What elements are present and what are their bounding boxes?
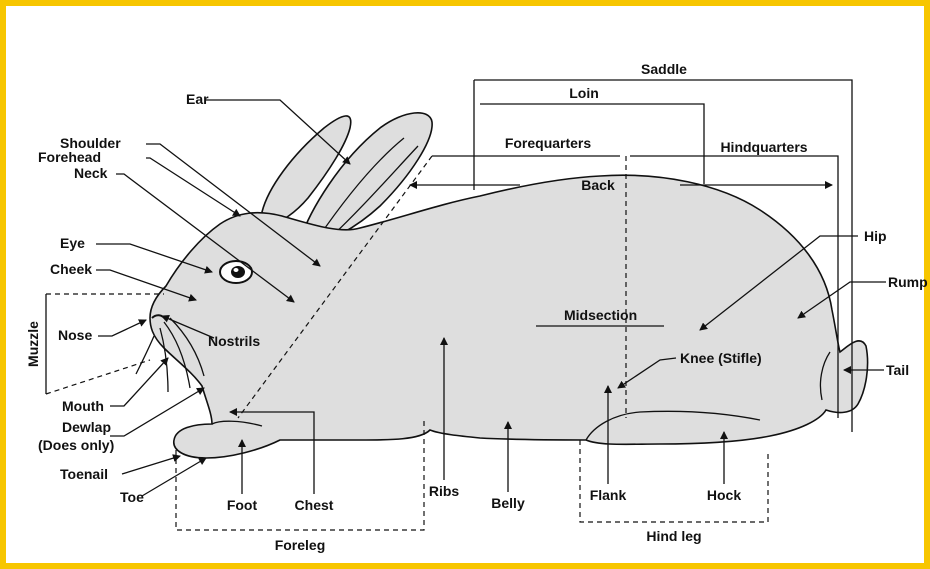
label-midsection: Midsection bbox=[564, 307, 637, 323]
nose-leader bbox=[98, 320, 146, 336]
label-loin: Loin bbox=[569, 85, 599, 101]
muzzle-bracket bbox=[46, 294, 164, 394]
label-neck: Neck bbox=[74, 165, 108, 181]
eye-pupil bbox=[231, 266, 245, 278]
label-nostrils: Nostrils bbox=[208, 333, 260, 349]
label-forequarters: Forequarters bbox=[505, 135, 592, 151]
label-rump: Rump bbox=[888, 274, 928, 290]
label-belly: Belly bbox=[491, 495, 525, 511]
label-muzzle: Muzzle bbox=[25, 321, 41, 367]
toe-leader bbox=[142, 458, 206, 496]
label-foreleg: Foreleg bbox=[275, 537, 326, 553]
label-eye: Eye bbox=[60, 235, 85, 251]
mouth-leader bbox=[110, 358, 168, 406]
eye-highlight bbox=[234, 268, 239, 272]
label-back: Back bbox=[581, 177, 615, 193]
label-dewlap: Dewlap bbox=[62, 419, 111, 435]
label-ear: Ear bbox=[186, 91, 209, 107]
label-hock: Hock bbox=[707, 487, 741, 503]
label-chest: Chest bbox=[295, 497, 334, 513]
label-cheek: Cheek bbox=[50, 261, 92, 277]
label-dewlap-note: (Does only) bbox=[38, 437, 114, 453]
label-toe: Toe bbox=[120, 489, 144, 505]
label-hindquarters: Hindquarters bbox=[720, 139, 807, 155]
label-mouth: Mouth bbox=[62, 398, 104, 414]
label-toenail: Toenail bbox=[60, 466, 108, 482]
label-forehead: Forehead bbox=[38, 149, 101, 165]
label-hip: Hip bbox=[864, 228, 887, 244]
toenail-leader bbox=[122, 456, 180, 474]
label-knee: Knee (Stifle) bbox=[680, 350, 762, 366]
label-tail: Tail bbox=[886, 362, 909, 378]
label-flank: Flank bbox=[590, 487, 627, 503]
label-hind-leg: Hind leg bbox=[646, 528, 701, 544]
label-foot: Foot bbox=[227, 497, 258, 513]
label-ribs: Ribs bbox=[429, 483, 460, 499]
forehead-leader bbox=[146, 158, 240, 216]
label-saddle: Saddle bbox=[641, 61, 687, 77]
label-nose: Nose bbox=[58, 327, 92, 343]
